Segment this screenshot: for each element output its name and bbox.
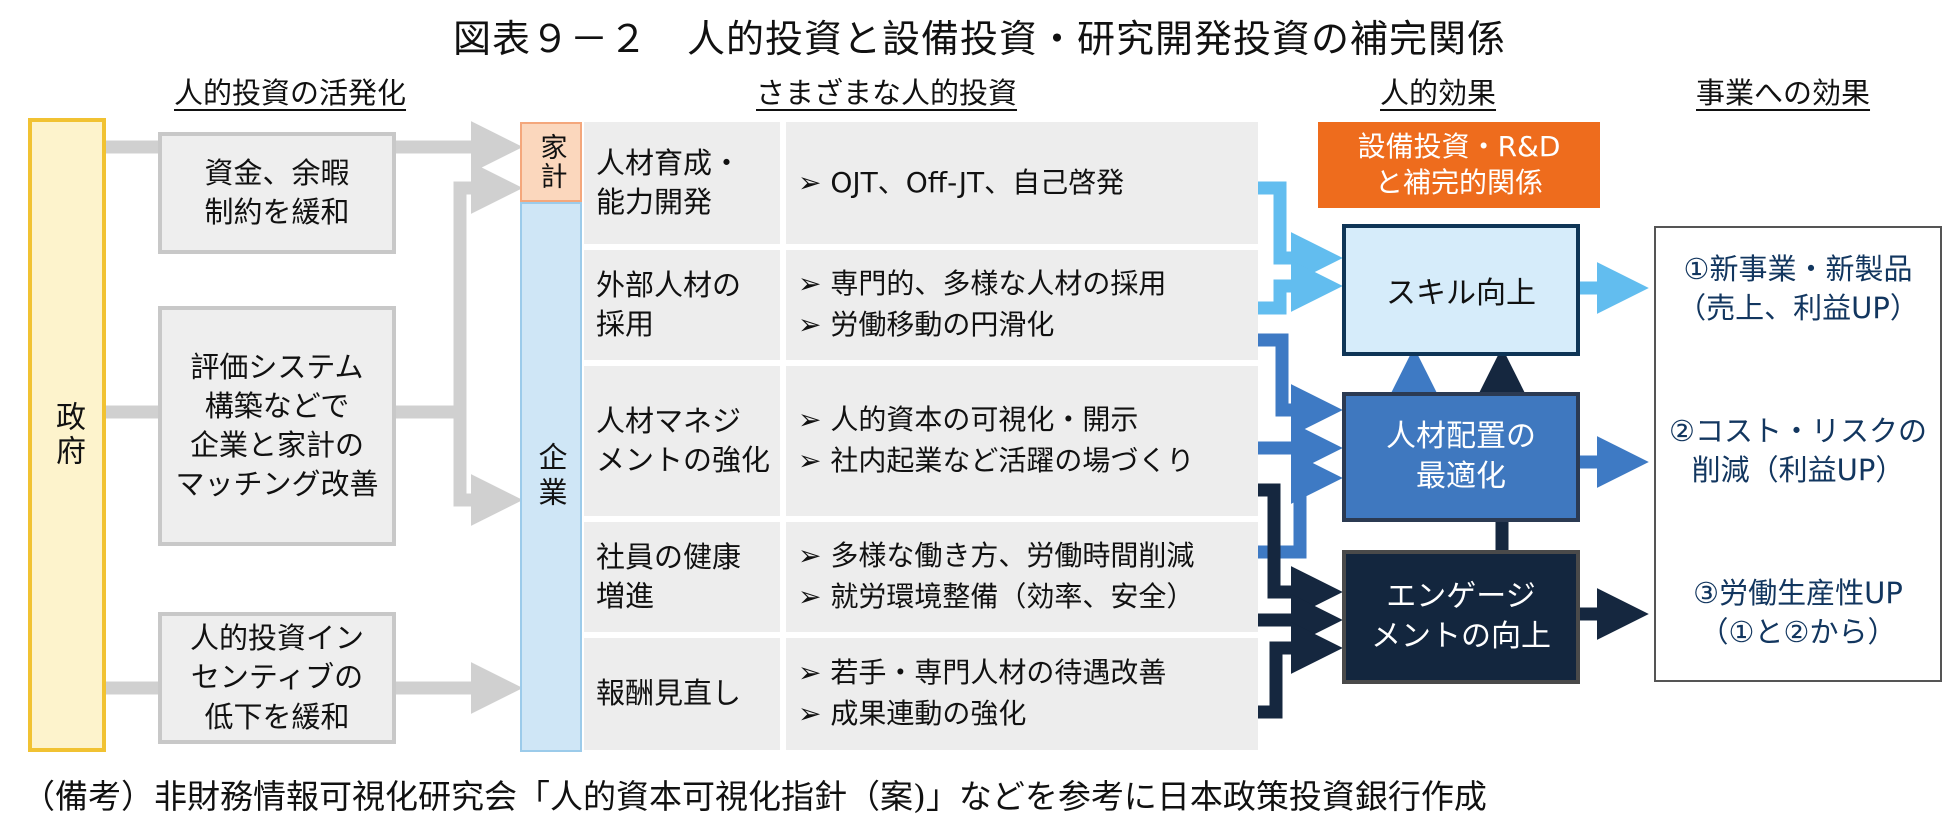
light-blue-arrows [1258, 181, 1649, 315]
investment-item: ➢ 社内起業など活躍の場づくり [798, 444, 1195, 477]
investment-item: ➢ 人的資本の可視化・開示 [798, 403, 1139, 437]
investment-item: ➢ 専門的、多様な人材の採用 [798, 267, 1167, 301]
diagram-title: 図表９－２ 人的投資と設備投資・研究開発投資の補完関係 [452, 17, 1506, 61]
government-box: 政府 [28, 118, 106, 752]
investment-items-training: ➢ OJT、Off-JT、自己啓発 [786, 122, 1258, 244]
investment-items-hiring: ➢ 専門的、多様な人材の採用 ➢ 労働移動の円滑化 [786, 250, 1258, 360]
household-box: 家計 [520, 122, 582, 202]
business-effect-new-business: ①新事業・新製品 （売上、利益UP） [1677, 252, 1919, 326]
investment-label-compensation: 報酬見直し [584, 638, 780, 750]
investment-label-management: 人材マネジ メントの強化 [584, 366, 780, 516]
business-effect-cost-risk: ②コスト・リスクの 削減（利益UP） [1669, 414, 1927, 488]
investment-label-training: 人材育成・ 能力開発 [584, 122, 780, 244]
business-effect-productivity: ③労働生産性UP （①と②から） [1693, 576, 1903, 650]
investment-item: ➢ 成果連動の強化 [798, 697, 1027, 730]
investment-item: ➢ OJT、Off-JT、自己啓発 [798, 165, 1125, 199]
complement-box: 設備投資・R&D と補完的関係 [1318, 122, 1600, 208]
source-note: （備考）非財務情報可視化研究会「人的資本可視化指針（案)」などを参考に日本政策投… [22, 777, 1487, 816]
effect-skill-box: スキル向上 [1342, 224, 1580, 356]
policy-box-matching: 評価システム 構築などで 企業と家計の マッチング改善 [158, 306, 396, 546]
header-business-effects: 事業への効果 [1696, 76, 1871, 110]
investment-item: ➢ 就労環境整備（効率、安全） [798, 580, 1195, 613]
investment-items-management: ➢ 人的資本の可視化・開示 ➢ 社内起業など活躍の場づくり [786, 366, 1258, 516]
policy-box-funds: 資金、余暇 制約を緩和 [158, 132, 396, 254]
investment-label-hiring: 外部人材の 採用 [584, 250, 780, 360]
gray-arrows [104, 121, 523, 714]
header-activation: 人的投資の活発化 [174, 76, 407, 110]
business-effects-box [1654, 226, 1942, 682]
investment-item: ➢ 労働移動の円滑化 [798, 308, 1055, 341]
header-investments: さまざまな人的投資 [756, 76, 1018, 110]
effect-placement-box: 人材配置の 最適化 [1342, 392, 1580, 522]
policy-box-incentive: 人的投資イン センティブの 低下を緩和 [158, 612, 396, 744]
investment-items-health: ➢ 多様な働き方、労働時間削減 ➢ 就労環境整備（効率、安全） [786, 522, 1258, 632]
header-human-effects: 人的効果 [1380, 76, 1497, 110]
effect-engagement-box: エンゲージ メントの向上 [1342, 550, 1580, 684]
investment-items-compensation: ➢ 若手・専門人材の待遇改善 ➢ 成果連動の強化 [786, 638, 1258, 750]
investment-item: ➢ 多様な働き方、労働時間削減 [798, 539, 1195, 573]
investment-item: ➢ 若手・専門人材の待遇改善 [798, 656, 1167, 690]
company-box: 企業 [520, 202, 582, 752]
investment-label-health: 社員の健康 増進 [584, 522, 780, 632]
